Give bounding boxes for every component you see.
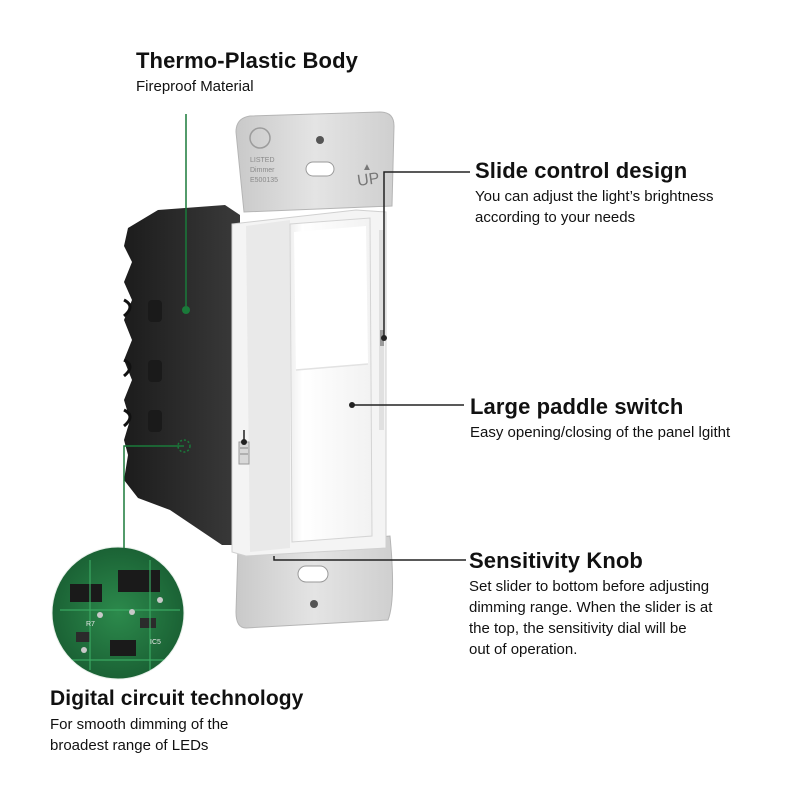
up-label: UP bbox=[356, 170, 380, 190]
listed-mark: LISTED bbox=[250, 157, 275, 164]
circuit-description-line: For smooth dimming of the bbox=[50, 716, 229, 733]
slide-description: You can adjust the light’s brightness ac… bbox=[475, 186, 714, 228]
paddle-leader-dot bbox=[349, 402, 355, 408]
slide-leader-line bbox=[383, 171, 470, 338]
circuit-description-line: broadest range of LEDs bbox=[50, 737, 209, 754]
product-code-2: E500135 bbox=[250, 177, 278, 184]
knob-description-line: the top, the sensitivity dial will be bbox=[469, 620, 687, 637]
paddle-description: Easy opening/closing of the panel lgitht bbox=[470, 424, 731, 441]
paddle-title: Large paddle switch bbox=[470, 394, 684, 419]
switch-body bbox=[123, 205, 240, 545]
slide-description-line: You can adjust the light’s brightness bbox=[475, 188, 714, 205]
knob-description: Set slider to bottom before adjusting di… bbox=[469, 576, 769, 660]
circuit-leader-ring bbox=[177, 439, 191, 453]
knob-title: Sensitivity Knob bbox=[469, 548, 643, 573]
slide-title: Slide control design bbox=[475, 158, 688, 183]
paddle-callout: Large paddle switch Easy opening/closing… bbox=[470, 394, 730, 443]
circuit-label-ic5: IC5 bbox=[150, 639, 161, 646]
slide-description-line: according to your needs bbox=[475, 209, 636, 226]
body-description: Fireproof Material bbox=[136, 78, 254, 95]
slide-callout: Slide control design You can adjust the … bbox=[475, 158, 714, 228]
slide-leader-dot bbox=[381, 335, 387, 341]
circuit-board-image bbox=[51, 546, 185, 680]
knob-description-line: Set slider to bottom before adjusting bbox=[469, 578, 710, 595]
circuit-description: For smooth dimming of the broadest range… bbox=[50, 714, 303, 756]
knob-description-line: out of operation. bbox=[469, 641, 578, 658]
black-leader-lines bbox=[243, 171, 470, 561]
body-callout: Thermo-Plastic Body Fireproof Material bbox=[136, 48, 358, 97]
body-title: Thermo-Plastic Body bbox=[136, 48, 358, 73]
circuit-label-r7: R7 bbox=[86, 621, 95, 628]
knob-leader-dot bbox=[241, 439, 247, 445]
circuit-title: Digital circuit technology bbox=[50, 687, 304, 710]
leader-lines bbox=[123, 114, 187, 548]
circuit-leader-line bbox=[123, 445, 184, 548]
body-leader-dot bbox=[182, 306, 190, 314]
up-arrow-icon: ▲ bbox=[362, 162, 372, 173]
knob-leader-line bbox=[273, 556, 466, 561]
product-code-1: Dimmer bbox=[250, 167, 275, 174]
paddle-switch bbox=[289, 217, 373, 543]
mounting-plate bbox=[235, 111, 395, 629]
knob-callout: Sensitivity Knob Set slider to bottom be… bbox=[469, 548, 769, 660]
knob-description-line: dimming range. When the slider is at bbox=[469, 599, 713, 616]
circuit-callout: Digital circuit technology For smooth di… bbox=[50, 686, 303, 756]
